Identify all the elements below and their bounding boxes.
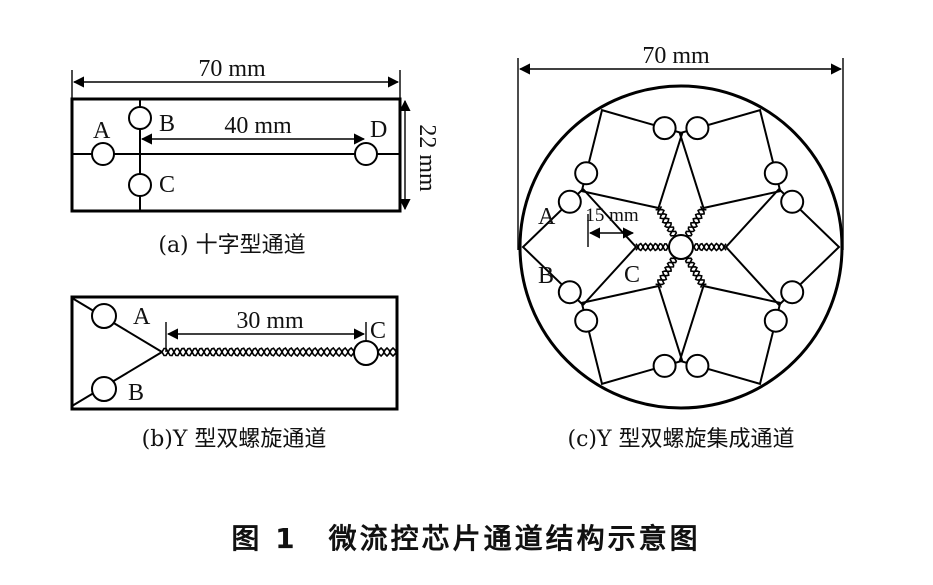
panel-b-port-b bbox=[91, 376, 117, 402]
panel-c-channel-label: 15 mm bbox=[585, 205, 639, 226]
panel-c-helix-channel bbox=[655, 206, 678, 237]
panel-c-inlet-port bbox=[685, 116, 710, 141]
panel-c-integrated-channel: 70 mm 15 mm A B C (c)Y 型双螺旋集成通道 bbox=[517, 43, 844, 452]
panel-c-outlet-port bbox=[668, 234, 694, 260]
panel-c-width-label: 70 mm bbox=[642, 43, 710, 69]
panel-a-label-c: C bbox=[159, 172, 175, 198]
panel-c-helix-channel bbox=[655, 257, 678, 288]
panel-c-inlet-port bbox=[763, 161, 788, 186]
panel-c-inlet-port bbox=[574, 161, 599, 186]
panel-b-inlet-b-channel bbox=[71, 351, 163, 407]
panel-a-port-b bbox=[128, 106, 152, 130]
panel-c-ports bbox=[557, 116, 805, 378]
panel-c-helix-channel bbox=[684, 257, 707, 288]
panel-a-height-label: 22 mm bbox=[414, 124, 440, 192]
panel-a-port-c bbox=[128, 173, 152, 197]
panel-c-chip-outline bbox=[518, 84, 844, 410]
panel-c-inlet-port bbox=[763, 308, 788, 333]
panel-b-port-c bbox=[353, 340, 379, 366]
panel-a-label-d: D bbox=[370, 117, 387, 143]
panel-b-inlet-a-channel bbox=[71, 297, 163, 353]
panel-c-helix-channel bbox=[693, 242, 727, 252]
panel-b-label-a: A bbox=[133, 304, 151, 330]
panel-b-caption: (b)Y 型双螺旋通道 bbox=[142, 427, 327, 452]
panel-c-inlet-port bbox=[574, 308, 599, 333]
panel-c-inlet-port bbox=[557, 280, 582, 305]
panel-a-port-d bbox=[354, 142, 378, 166]
panel-c-inlet-port bbox=[780, 189, 805, 214]
panel-b-y-helix-channel: 30 mm A B C (b)Y 型双螺旋通道 bbox=[70, 295, 399, 452]
panel-a-label-b: B bbox=[159, 111, 175, 137]
figure-title: 图 1 微流控芯片通道结构示意图 bbox=[231, 522, 700, 555]
panel-c-inlet-port bbox=[652, 116, 677, 141]
panel-c-inlet-channel bbox=[521, 187, 638, 307]
panel-c-caption: (c)Y 型双螺旋集成通道 bbox=[567, 427, 794, 452]
panel-c-label-b: B bbox=[538, 263, 554, 289]
panel-b-label-b: B bbox=[128, 380, 144, 406]
panel-b-label-c: C bbox=[370, 318, 386, 344]
panel-c-helix-channel bbox=[684, 206, 707, 237]
panel-a-cross-channel: 70 mm 22 mm 40 mm A B C D (a) 十字型通道 bbox=[70, 56, 440, 258]
panel-a-width-label: 70 mm bbox=[198, 56, 266, 82]
panel-c-helix-channel bbox=[635, 242, 669, 252]
panel-c-inlet-channel bbox=[580, 108, 684, 210]
panel-a-port-a bbox=[91, 142, 115, 166]
panel-c-label-c: C bbox=[624, 262, 640, 288]
panel-c-inlet-channel bbox=[678, 108, 782, 210]
panel-c-inlet-port bbox=[780, 280, 805, 305]
panel-c-inlet-channel bbox=[580, 284, 684, 386]
panel-c-channel-network bbox=[521, 108, 841, 386]
panel-c-inlet-port bbox=[685, 353, 710, 378]
panel-b-channel-label: 30 mm bbox=[236, 308, 304, 334]
panel-a-caption: (a) 十字型通道 bbox=[158, 233, 305, 258]
panel-c-inlet-channel bbox=[724, 187, 841, 307]
panel-c-label-a: A bbox=[538, 204, 556, 230]
panel-b-port-a bbox=[91, 303, 117, 329]
panel-c-inlet-port bbox=[652, 353, 677, 378]
panel-c-inlet-port bbox=[557, 189, 582, 214]
panel-a-channel-label: 40 mm bbox=[224, 113, 292, 139]
panel-c-inlet-channel bbox=[678, 284, 782, 386]
panel-a-label-a: A bbox=[93, 118, 111, 144]
